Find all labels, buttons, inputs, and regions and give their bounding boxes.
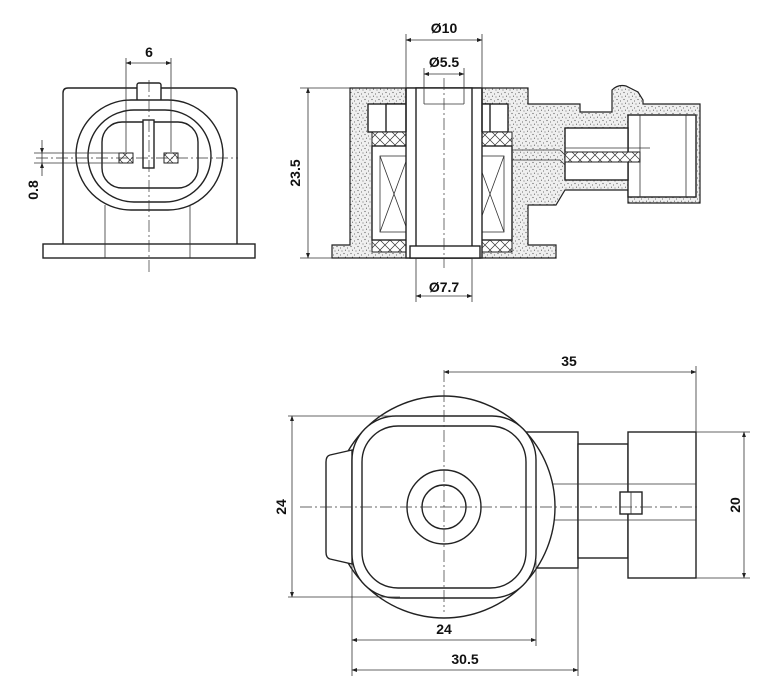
dim-top-flange-width: 30.5	[451, 651, 478, 667]
top-view	[288, 366, 750, 676]
dim-section-height: 23.5	[287, 159, 303, 186]
dim-top-body-width: 24	[436, 621, 452, 637]
front-view	[34, 58, 256, 272]
dim-section-inner-dia: Ø5.5	[429, 54, 460, 70]
dim-front-pin-thickness: 0.8	[25, 180, 41, 200]
section-view	[300, 34, 701, 302]
dim-section-bore-dia: Ø7.7	[429, 279, 460, 295]
dim-section-outer-dia: Ø10	[431, 20, 458, 36]
dim-top-connector-height: 20	[727, 497, 743, 513]
dim-top-overall-length: 35	[561, 353, 577, 369]
dim-front-pin-spacing: 6	[145, 44, 153, 60]
dim-top-body-height: 24	[273, 499, 289, 515]
